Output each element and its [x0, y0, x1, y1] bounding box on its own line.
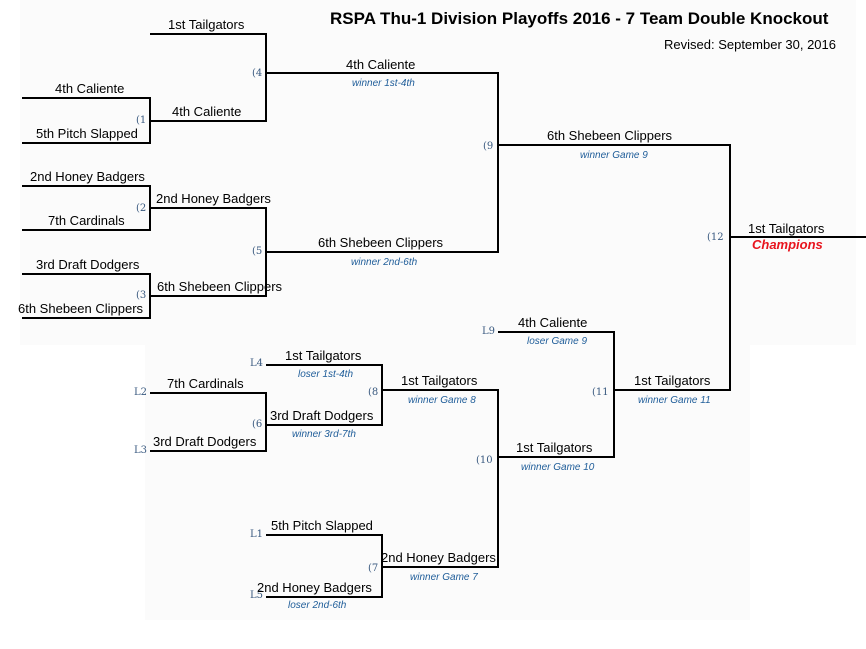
game8-winner: 1st Tailgators: [401, 373, 478, 388]
line: [730, 236, 866, 238]
l4-note: loser 1st-4th: [298, 369, 354, 380]
game7-number: (7: [368, 563, 379, 574]
game7-winner: 2nd Honey Badgers: [381, 550, 496, 565]
winners-panel: [20, 0, 856, 345]
game8-note: winner Game 8: [408, 395, 476, 406]
l4-team: 1st Tailgators: [285, 348, 362, 363]
line: [265, 392, 267, 452]
l9-note: loser Game 9: [527, 336, 588, 347]
line: [266, 72, 498, 74]
line: [265, 33, 267, 122]
seed-1-team: 1st Tailgators: [168, 17, 245, 32]
game6-winner: 3rd Draft Dodgers: [270, 408, 374, 423]
line: [150, 207, 266, 209]
game5-top-entrant: 2nd Honey Badgers: [156, 191, 271, 206]
line: [613, 331, 615, 458]
line: [614, 389, 730, 391]
l1-label: L1: [250, 529, 264, 540]
line: [497, 389, 499, 568]
game10-note: winner Game 10: [521, 462, 595, 473]
game4-winner: 4th Caliente: [346, 57, 416, 72]
game1-number: (1: [136, 115, 147, 126]
revised-date: Revised: September 30, 2016: [664, 37, 836, 52]
game6-number: (6: [252, 419, 263, 430]
line: [266, 596, 382, 598]
l5-note: loser 2nd-6th: [288, 600, 347, 611]
line: [266, 364, 382, 366]
champion-team: 1st Tailgators: [748, 221, 825, 236]
game12-number: (12: [707, 232, 724, 243]
line: [729, 144, 731, 391]
line: [22, 142, 150, 144]
game9-number: (9: [483, 141, 494, 152]
line: [266, 534, 382, 536]
game8-number: (8: [368, 387, 379, 398]
game11-note: winner Game 11: [638, 395, 711, 406]
l5-team: 2nd Honey Badgers: [257, 580, 372, 595]
game7-note: winner Game 7: [410, 572, 478, 583]
game9-winner: 6th Shebeen Clippers: [547, 128, 673, 143]
game10-number: (10: [476, 455, 493, 466]
l9-label: L9: [482, 326, 496, 337]
game6-note: winner 3rd-7th: [292, 429, 356, 440]
l3-team: 3rd Draft Dodgers: [153, 434, 257, 449]
l2-team: 7th Cardinals: [167, 376, 244, 391]
page-title: RSPA Thu-1 Division Playoffs 2016 - 7 Te…: [330, 9, 829, 28]
game10-winner: 1st Tailgators: [516, 440, 593, 455]
line: [498, 144, 730, 146]
line: [150, 450, 266, 452]
line: [22, 185, 150, 187]
l9-team: 4th Caliente: [518, 315, 588, 330]
line: [22, 97, 150, 99]
l2-label: L2: [134, 387, 148, 398]
line: [22, 229, 150, 231]
game11-number: (11: [592, 387, 609, 398]
game4-note: winner 1st-4th: [352, 78, 415, 89]
game2-top-team: 2nd Honey Badgers: [30, 169, 145, 184]
game1-top-team: 4th Caliente: [55, 81, 125, 96]
game5-bottom-entrant: 6th Shebeen Clippers: [157, 279, 283, 294]
game11-winner: 1st Tailgators: [634, 373, 711, 388]
l3-label: L3: [134, 445, 148, 456]
line: [497, 72, 499, 253]
game3-number: (3: [136, 290, 147, 301]
line: [150, 33, 266, 35]
game3-bottom-team: 6th Shebeen Clippers: [18, 301, 144, 316]
line: [498, 331, 614, 333]
game9-note: winner Game 9: [580, 150, 648, 161]
line: [22, 317, 150, 319]
line: [382, 389, 498, 391]
game1-bottom-team: 5th Pitch Slapped: [36, 126, 138, 141]
game2-bottom-team: 7th Cardinals: [48, 213, 125, 228]
line: [381, 364, 383, 426]
game5-note: winner 2nd-6th: [351, 257, 418, 268]
game2-number: (2: [136, 203, 147, 214]
game3-top-team: 3rd Draft Dodgers: [36, 257, 140, 272]
line: [266, 424, 382, 426]
game5-number: (5: [252, 246, 263, 257]
champions-label: Champions: [752, 237, 823, 252]
l5-label: L5: [250, 590, 264, 601]
line: [498, 456, 614, 458]
line: [150, 120, 266, 122]
line: [382, 566, 498, 568]
l4-label: L4: [250, 358, 264, 369]
line: [22, 273, 150, 275]
game4-number: (4: [252, 68, 263, 79]
line: [266, 251, 498, 253]
game4-entrant: 4th Caliente: [172, 104, 242, 119]
game5-winner: 6th Shebeen Clippers: [318, 235, 444, 250]
line: [150, 295, 266, 297]
line: [150, 392, 266, 394]
l1-team: 5th Pitch Slapped: [271, 518, 373, 533]
